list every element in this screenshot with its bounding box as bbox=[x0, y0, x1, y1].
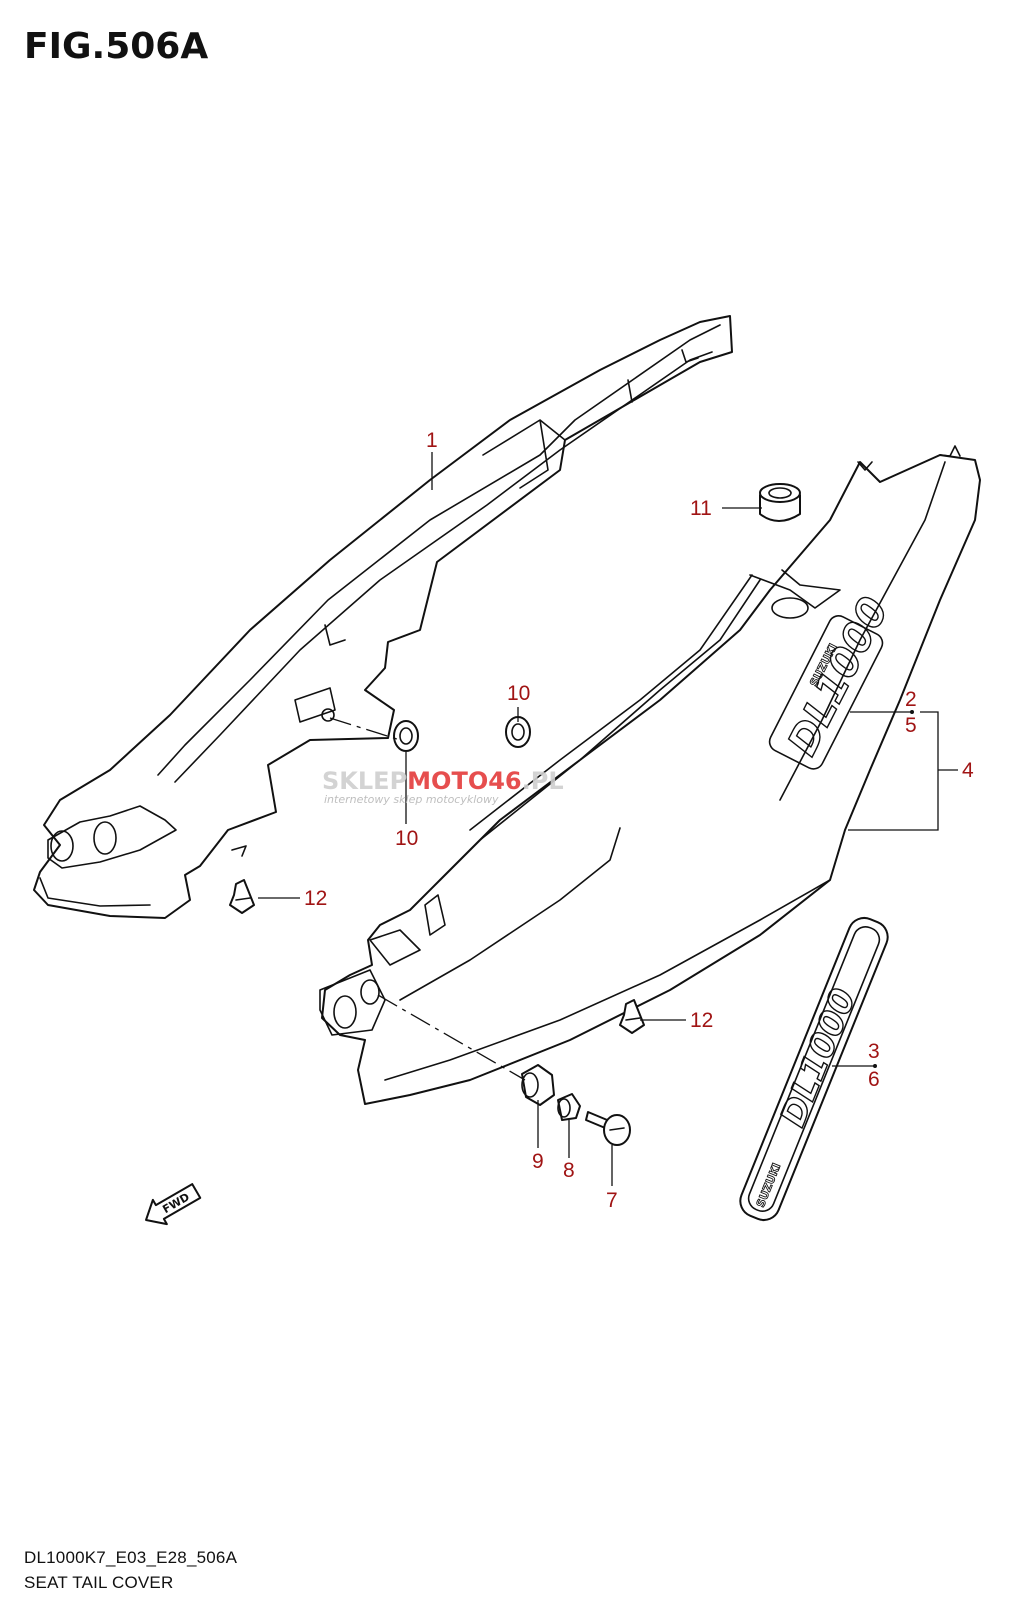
callout-1: 1 bbox=[426, 429, 438, 452]
callout-2: 2 bbox=[905, 688, 917, 711]
fwd-arrow: FWD bbox=[145, 1183, 202, 1226]
part-12-clip-right bbox=[619, 999, 645, 1034]
part-12-clip-left bbox=[229, 879, 255, 914]
watermark-part3: 46 bbox=[488, 767, 521, 795]
svg-text:SKLEPMOTO46.PL: SKLEPMOTO46.PL bbox=[322, 767, 564, 795]
callout-11: 11 bbox=[690, 497, 712, 520]
watermark-logo: SKLEPMOTO46.PL internetowy sklep motocyk… bbox=[322, 767, 564, 806]
footer-code: DL1000K7_E03_E28_506A bbox=[24, 1548, 238, 1567]
watermark-part4: .PL bbox=[522, 767, 564, 795]
callout-12-right: 12 bbox=[690, 1009, 713, 1032]
part-1-left-tail-cover bbox=[33, 315, 733, 919]
leader-lines bbox=[258, 452, 958, 1186]
emblem-model-text: DL1000 bbox=[773, 983, 864, 1132]
part-9-grommet bbox=[521, 1064, 555, 1106]
footer-name: SEAT TAIL COVER bbox=[24, 1573, 173, 1592]
callout-3: 3 bbox=[868, 1040, 880, 1063]
callout-4: 4 bbox=[962, 759, 974, 782]
callout-7: 7 bbox=[606, 1189, 618, 1212]
assembly-line-right bbox=[377, 994, 526, 1081]
figure-title: FIG.506A bbox=[24, 26, 208, 67]
watermark-part1: SKLEP bbox=[322, 767, 407, 795]
callout-10-left: 10 bbox=[395, 827, 418, 850]
callout-9: 9 bbox=[532, 1150, 544, 1173]
assembly-line-left bbox=[329, 717, 401, 741]
part-11-grommet bbox=[759, 483, 801, 522]
callout-12-left: 12 bbox=[304, 887, 327, 910]
callout-8: 8 bbox=[563, 1159, 575, 1182]
watermark-part2: MOTO bbox=[407, 767, 488, 795]
part-8-collar bbox=[557, 1093, 581, 1121]
callout-5: 5 bbox=[905, 714, 917, 737]
callout-10-center: 10 bbox=[507, 682, 530, 705]
callout-6: 6 bbox=[868, 1068, 880, 1091]
part-2-5-right-tail-cover: DL1000 SUZUKI bbox=[319, 445, 981, 1105]
watermark-tagline: internetowy sklep motocyklowy bbox=[324, 793, 499, 806]
part-7-screw bbox=[585, 1111, 631, 1146]
part-10-cushion-left bbox=[393, 720, 419, 752]
